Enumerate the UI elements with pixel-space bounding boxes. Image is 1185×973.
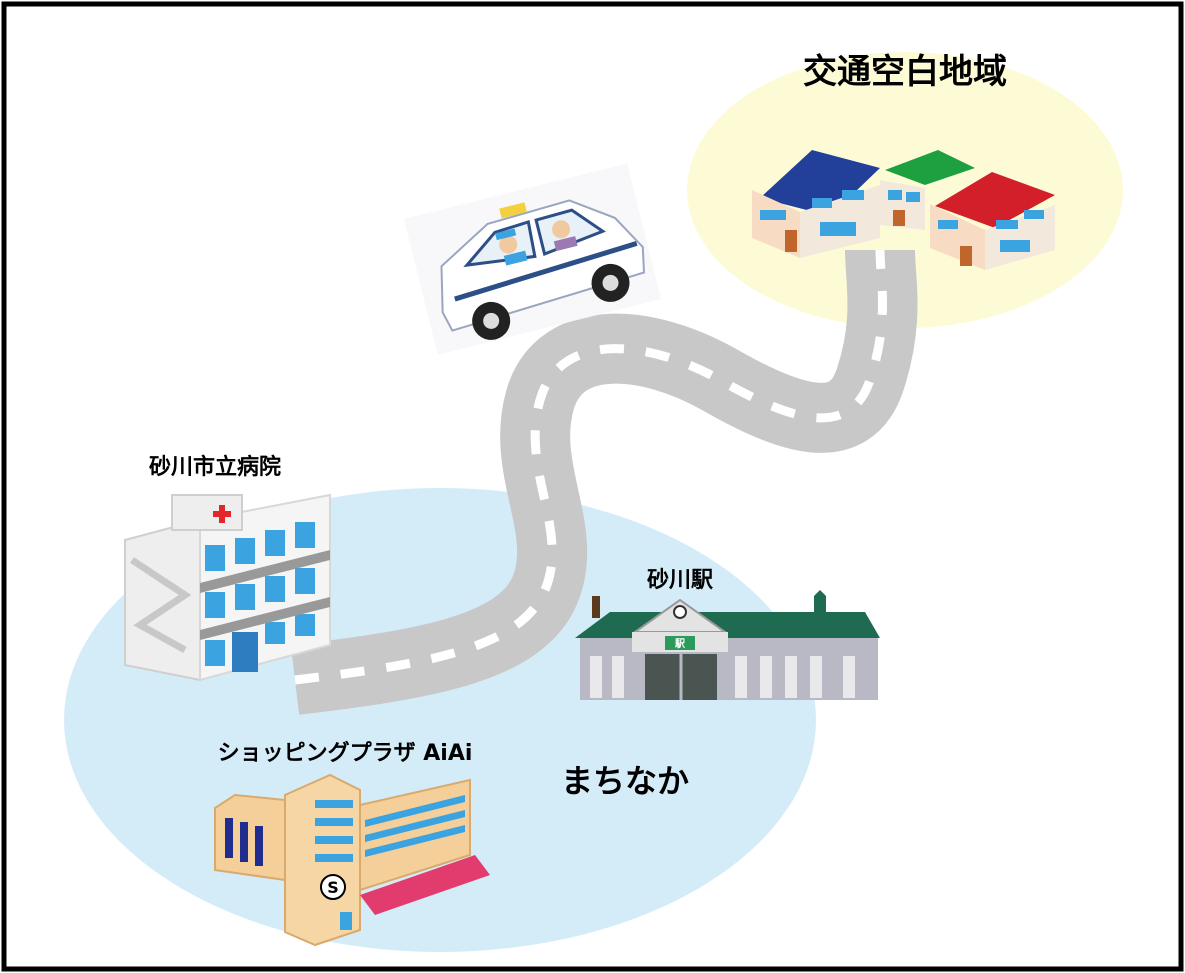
shop-badge-icon bbox=[320, 874, 346, 900]
shopping-label: ショッピングプラザ AiAi bbox=[218, 740, 473, 766]
road-center-line bbox=[294, 249, 887, 685]
house-blue bbox=[752, 150, 880, 258]
downtown-label: まちなか bbox=[561, 762, 689, 800]
hospital-building bbox=[124, 493, 331, 682]
station-clock-icon bbox=[673, 605, 687, 619]
shop-badge-text: S bbox=[327, 878, 339, 897]
hospital-sign-box bbox=[171, 494, 243, 531]
shop-awning bbox=[360, 855, 490, 915]
station-building: 駅 bbox=[575, 590, 880, 700]
house-red bbox=[930, 172, 1055, 270]
shopping-building: S bbox=[214, 773, 490, 947]
house-green bbox=[880, 150, 975, 230]
station-sign-text: 駅 bbox=[674, 638, 686, 650]
station-label: 砂川駅 bbox=[647, 567, 713, 593]
station-body bbox=[580, 638, 878, 700]
taxi-car bbox=[403, 163, 661, 355]
road bbox=[290, 249, 918, 715]
station-sign bbox=[665, 636, 695, 650]
houses-cluster bbox=[752, 150, 1055, 270]
outskirts-label: 交通空白地域 bbox=[803, 52, 1007, 92]
hospital-label: 砂川市立病院 bbox=[149, 454, 281, 480]
